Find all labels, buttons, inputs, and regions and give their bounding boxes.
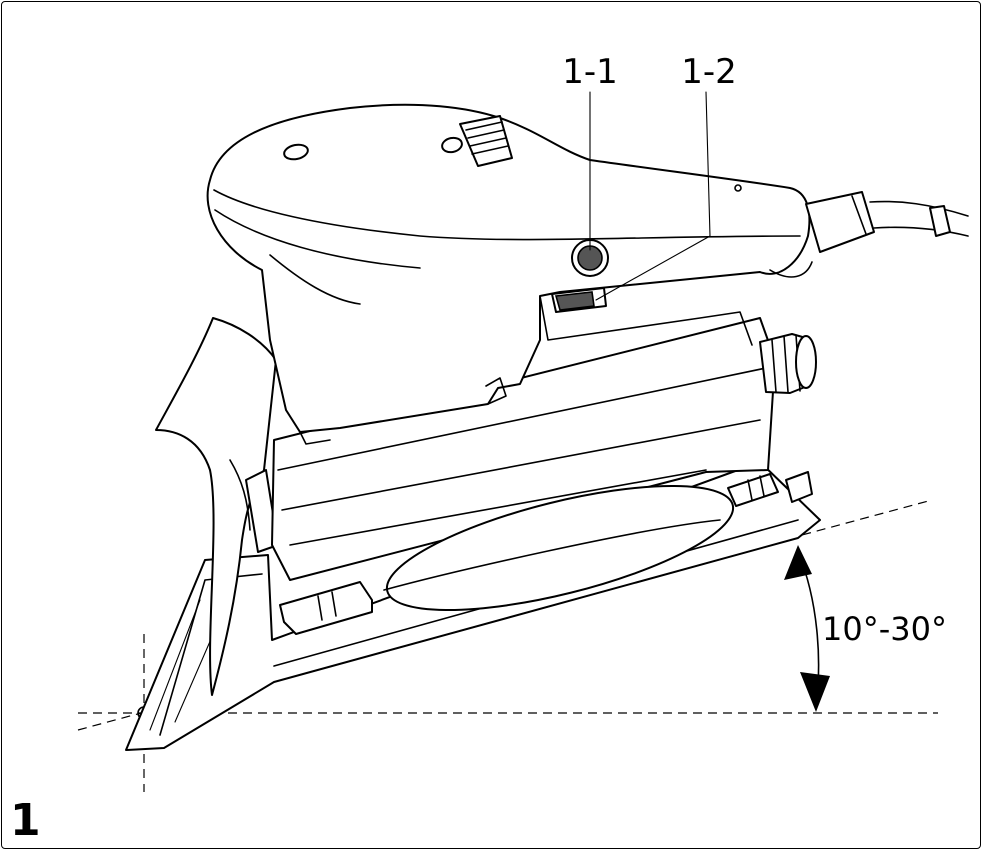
vent-hole: [283, 143, 309, 161]
angle-range-label: 10°-30°: [822, 610, 947, 648]
arrowhead-up: [784, 545, 812, 580]
figure-number: 1: [10, 795, 41, 846]
paper-clamp-rear: [727, 473, 779, 507]
handle: [206, 103, 969, 445]
motor-housing: [271, 317, 776, 612]
front-shroud: [155, 317, 279, 696]
dust-extraction-port: [759, 333, 817, 394]
angle-arrow: [784, 545, 830, 712]
on-off-switch[interactable]: [551, 287, 607, 313]
callout-leaders: [589, 91, 711, 301]
paper-clamp-front: [279, 581, 373, 635]
leader-line-1-2: [595, 91, 711, 301]
vent-hole: [441, 136, 463, 154]
callout-label-1-1: 1-1: [562, 52, 618, 92]
callout-label-1-2: 1-2: [681, 52, 737, 92]
cord-sleeve: [805, 191, 875, 253]
arrowhead-down: [800, 672, 830, 712]
